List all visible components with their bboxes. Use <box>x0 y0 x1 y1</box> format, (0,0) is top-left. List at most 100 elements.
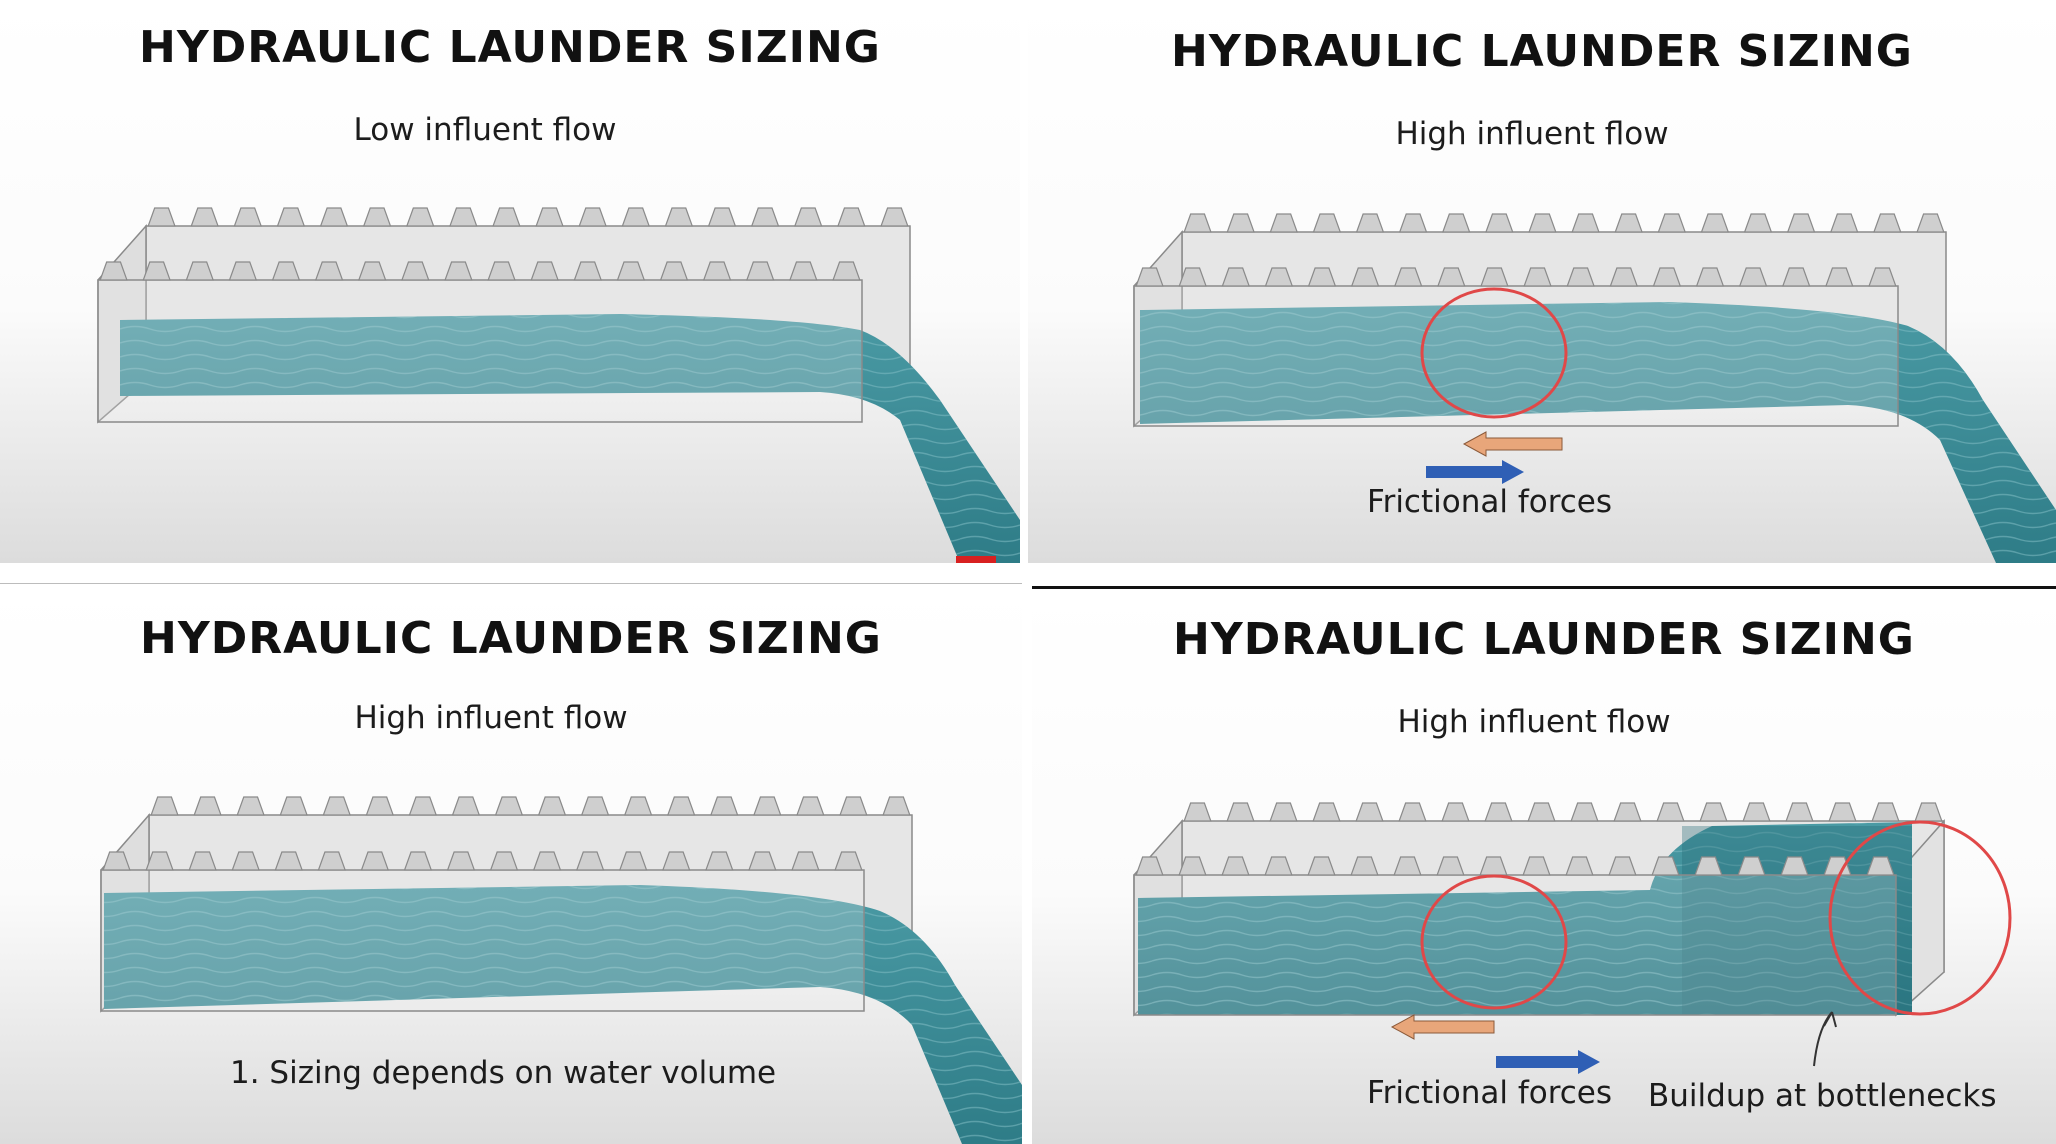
weir-notch <box>1135 267 1164 287</box>
weir-notch <box>1394 267 1423 287</box>
weir-notch <box>1355 802 1384 822</box>
weir-notch <box>789 261 818 281</box>
weir-notch <box>193 796 222 816</box>
weir-notch <box>1522 856 1551 876</box>
weir-notch <box>1571 213 1600 233</box>
trough-front <box>100 869 865 1012</box>
weir-notches-front <box>1135 856 1895 876</box>
weir-notch <box>142 261 171 281</box>
weir-notch <box>1398 802 1427 822</box>
weir-notch <box>358 261 387 281</box>
weir-notch <box>1527 802 1556 822</box>
weir-notch <box>1828 802 1857 822</box>
weir-notches-back <box>1183 213 1945 233</box>
water-texture <box>104 885 1022 1144</box>
weir-notch <box>406 207 435 227</box>
weir-notch <box>623 796 653 816</box>
weir-notch <box>145 851 174 871</box>
weir-notch <box>1264 856 1293 876</box>
trough-front <box>1133 874 1897 1016</box>
weir-notch <box>451 796 481 816</box>
weir-notch <box>1570 802 1599 822</box>
weir-notch <box>1737 856 1766 876</box>
panel-divider <box>1032 586 2056 589</box>
weir-notch <box>1742 802 1771 822</box>
panel-title: HYDRAULIC LAUNDER SIZING <box>140 613 882 664</box>
weir-notch <box>832 261 861 281</box>
weir-notch <box>317 851 347 871</box>
weir-notches-front <box>99 261 861 281</box>
weir-notch <box>1694 856 1723 876</box>
weir-notch <box>185 261 214 281</box>
weir-notch <box>535 207 564 227</box>
water-texture <box>1140 302 2056 563</box>
weir-notch <box>573 261 602 281</box>
weir-notch <box>1523 267 1552 287</box>
weir-notch <box>1743 213 1773 233</box>
weir-notch <box>666 796 696 816</box>
callout-pointer <box>1813 1011 1837 1067</box>
weir-notch <box>1871 802 1900 822</box>
weir-notch <box>190 207 219 227</box>
trough-front <box>97 279 863 423</box>
weir-notch <box>882 796 911 816</box>
weir-notch <box>578 207 607 227</box>
weir-notch <box>322 796 351 816</box>
weir-notch <box>1700 213 1730 233</box>
weir-notch <box>188 851 217 871</box>
weir-notch <box>1738 267 1768 287</box>
weir-notch <box>837 207 866 227</box>
panel-subtitle: Low influent flow <box>353 112 617 148</box>
arrow-right-blue <box>1496 1050 1600 1074</box>
weir-notch <box>1350 856 1379 876</box>
weir-notch <box>1614 213 1643 233</box>
weir-notch <box>362 207 392 227</box>
bottleneck-callout: Buildup at bottlenecks <box>1648 1078 1997 1114</box>
weir-notch <box>444 261 473 281</box>
weir-notch <box>494 796 524 816</box>
weir-notch <box>492 207 521 227</box>
weir-notch <box>664 207 694 227</box>
weir-notch <box>1657 213 1686 233</box>
panel-title: HYDRAULIC LAUNDER SIZING <box>1173 614 1915 665</box>
weir-notch <box>1269 213 1298 233</box>
weir-notch <box>1480 267 1509 287</box>
weir-notch <box>1780 856 1809 876</box>
arrow-left-orange <box>1462 431 1563 457</box>
weir-notch <box>1652 267 1682 287</box>
weir-notch <box>748 851 777 871</box>
weir-notch <box>1868 267 1897 287</box>
weir-notch <box>1825 267 1854 287</box>
bottleneck-circle <box>1828 820 2012 1016</box>
weir-notch <box>702 261 732 281</box>
weir-notch <box>1307 856 1336 876</box>
frictional-forces-label: Frictional forces <box>1367 1075 1613 1111</box>
weir-notch <box>1866 856 1895 876</box>
weir-notch <box>1786 213 1816 233</box>
weir-notch <box>1565 856 1594 876</box>
weir-notch <box>621 207 650 227</box>
weir-notch <box>1178 267 1207 287</box>
weir-notch <box>1221 856 1250 876</box>
weir-notch <box>1312 213 1342 233</box>
weir-notch <box>1441 802 1470 822</box>
weir-notches-front <box>1135 267 1897 287</box>
weir-notch <box>1699 802 1728 822</box>
weir-notch <box>1226 802 1255 822</box>
weir-notch <box>228 261 258 281</box>
water-texture <box>120 314 1020 563</box>
weir-notch <box>575 851 605 871</box>
launder-diagram <box>97 207 1020 563</box>
weir-notch <box>791 851 820 871</box>
weir-notch <box>1312 802 1341 822</box>
panel-high-flow-bottleneck: HYDRAULIC LAUNDER SIZING High influent f… <box>1032 590 2056 1144</box>
weir-notch <box>1226 213 1255 233</box>
panel-subtitle: High influent flow <box>354 700 628 736</box>
sizing-note: 1. Sizing depends on water volume <box>230 1055 777 1091</box>
weir-notch <box>276 207 306 227</box>
panel-title: HYDRAULIC LAUNDER SIZING <box>139 22 881 73</box>
weir-notch <box>319 207 349 227</box>
weir-notch <box>880 207 909 227</box>
weir-notches-back <box>147 207 909 227</box>
weir-notch <box>532 851 562 871</box>
